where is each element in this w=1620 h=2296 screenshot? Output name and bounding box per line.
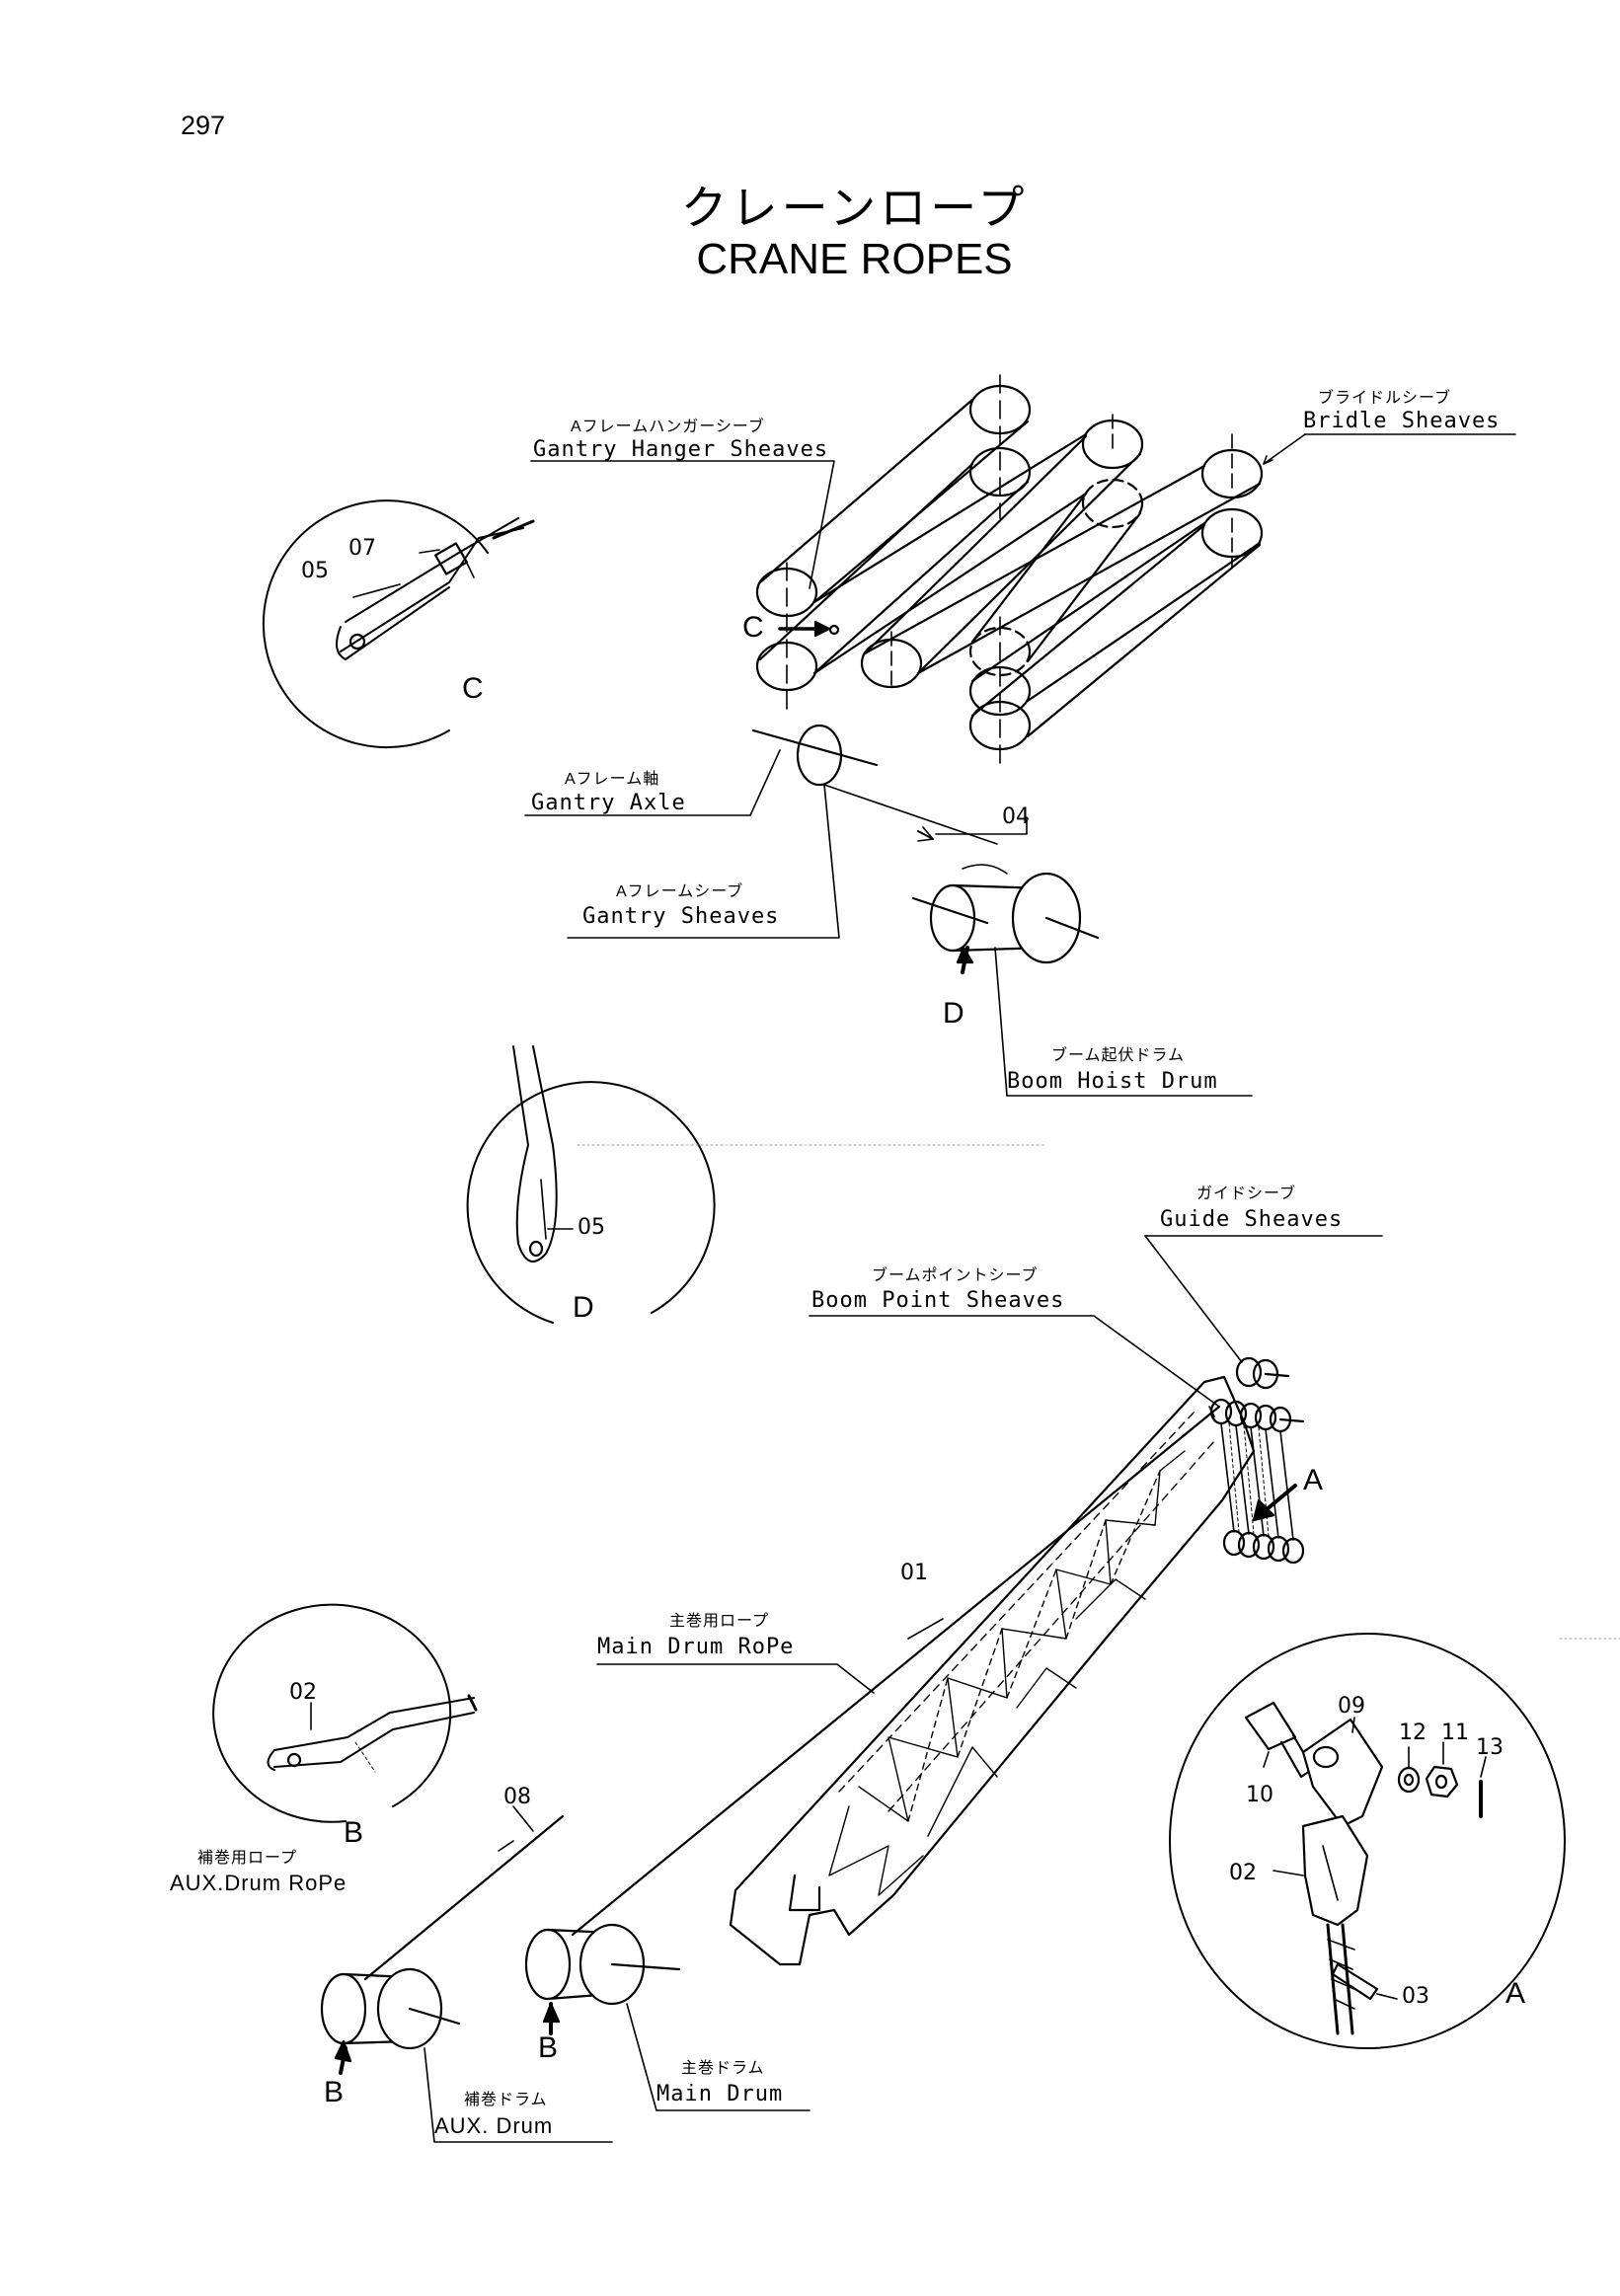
bridle-sheave-lower — [1200, 507, 1264, 559]
boom-hoist-drum-assembly — [911, 864, 1100, 974]
main-drum-rope-line — [571, 1405, 1221, 1937]
detail-b — [212, 1603, 478, 1823]
part-number-07: 07 — [348, 536, 376, 561]
view-arrow-label-b-aux: B — [324, 2076, 345, 2108]
part-number-05-d: 05 — [578, 1215, 605, 1240]
part-number-04: 04 — [1002, 804, 1030, 829]
part-number-01: 01 — [900, 1561, 928, 1585]
guide-sheaves-label: Guide Sheaves — [1160, 1207, 1344, 1232]
aux-drum-rope-label: AUX.Drum RoPe — [170, 1871, 347, 1895]
detail-label-d-circle: D — [573, 1291, 594, 1324]
detail-label-a-circle: A — [1505, 1977, 1526, 2010]
aux-drum-label: AUX. Drum — [434, 2113, 554, 2138]
detail-label-b-circle: B — [344, 1816, 364, 1849]
part-number-02-b: 02 — [289, 1680, 317, 1705]
page-number: 297 — [181, 111, 226, 140]
hook-block-sheaves — [1220, 1422, 1305, 1565]
gantry-axle-label-jp: Aフレーム軸 — [565, 771, 660, 788]
boom-point-sheaves-label-jp: ブームポイントシーブ — [872, 1267, 1039, 1284]
part-number-09: 09 — [1338, 1694, 1365, 1719]
aux-drum-assembly — [320, 1967, 613, 2143]
part-number-08: 08 — [503, 1785, 531, 1809]
main-drum-label: Main Drum — [656, 2082, 784, 2106]
aux-drum-label-jp: 補巻ドラム — [464, 2092, 548, 2108]
gantry-sheaves-label: Gantry Sheaves — [582, 904, 780, 929]
boom-hoist-drum-label: Boom Hoist Drum — [1007, 1069, 1218, 1094]
view-arrow-label-b-main: B — [538, 2031, 559, 2064]
guide-sheaves — [1235, 1356, 1290, 1390]
view-arrow-label-a: A — [1303, 1464, 1324, 1496]
gantry-axle-label: Gantry Axle — [531, 791, 686, 815]
detail-label-c-circle: C — [462, 672, 484, 705]
part-number-13: 13 — [1476, 1735, 1504, 1760]
aux-drum-rope-label-jp: 補巻用ロープ — [197, 1850, 298, 1867]
gantry-axle-assembly — [751, 724, 998, 845]
bridle-sheave-upper — [1200, 448, 1264, 499]
boom-hoist-drum-label-jp: ブーム起伏ドラム — [1051, 1047, 1186, 1064]
gantry-hanger-sheaves-label: Gantry Hanger Sheaves — [533, 437, 829, 462]
view-arrow-label-d: D — [943, 997, 964, 1030]
gantry-sheave — [796, 724, 843, 787]
part-number-10: 10 — [1246, 1783, 1273, 1807]
detail-a — [1169, 1633, 1620, 2049]
part-number-12: 12 — [1399, 1721, 1427, 1745]
page-title-japanese: クレーンロープ — [680, 182, 1029, 234]
main-drum-rope-label: Main Drum RoPe — [597, 1635, 795, 1659]
view-arrow-label-c: C — [742, 611, 764, 644]
guide-sheaves-label-jp: ガイドシーブ — [1196, 1186, 1297, 1202]
part-number-03: 03 — [1402, 1984, 1429, 2009]
gantry-hanger-sheaves-label-jp: Aフレームハンガーシーブ — [571, 419, 765, 435]
main-drum-rope-label-jp: 主巻用ロープ — [669, 1613, 770, 1630]
leader-lines-boom — [596, 1235, 1383, 1694]
gantry-bridle-sheave-assembly — [755, 374, 1264, 766]
boom-point-sheaves-label: Boom Point Sheaves — [811, 1288, 1065, 1313]
part-number-11: 11 — [1441, 1721, 1469, 1745]
bridle-sheaves-label: Bridle Sheaves — [1303, 409, 1501, 433]
detail-d — [466, 1045, 1047, 1324]
detail-c — [262, 499, 535, 749]
main-drum-label-jp: 主巻ドラム — [681, 2060, 765, 2077]
leader-lines-top — [524, 433, 1516, 1097]
part-number-05-c: 05 — [301, 559, 329, 583]
aux-drum-rope-line — [363, 1814, 565, 1981]
gantry-sheaves-label-jp: Aフレームシーブ — [616, 883, 744, 900]
main-drum-assembly — [524, 1923, 810, 2111]
part-number-02-a: 02 — [1229, 1861, 1257, 1885]
crane-boom — [729, 1356, 1305, 1966]
bridle-sheaves-label-jp: ブライドルシーブ — [1318, 390, 1452, 407]
page-title: CRANE ROPES — [696, 235, 1013, 283]
